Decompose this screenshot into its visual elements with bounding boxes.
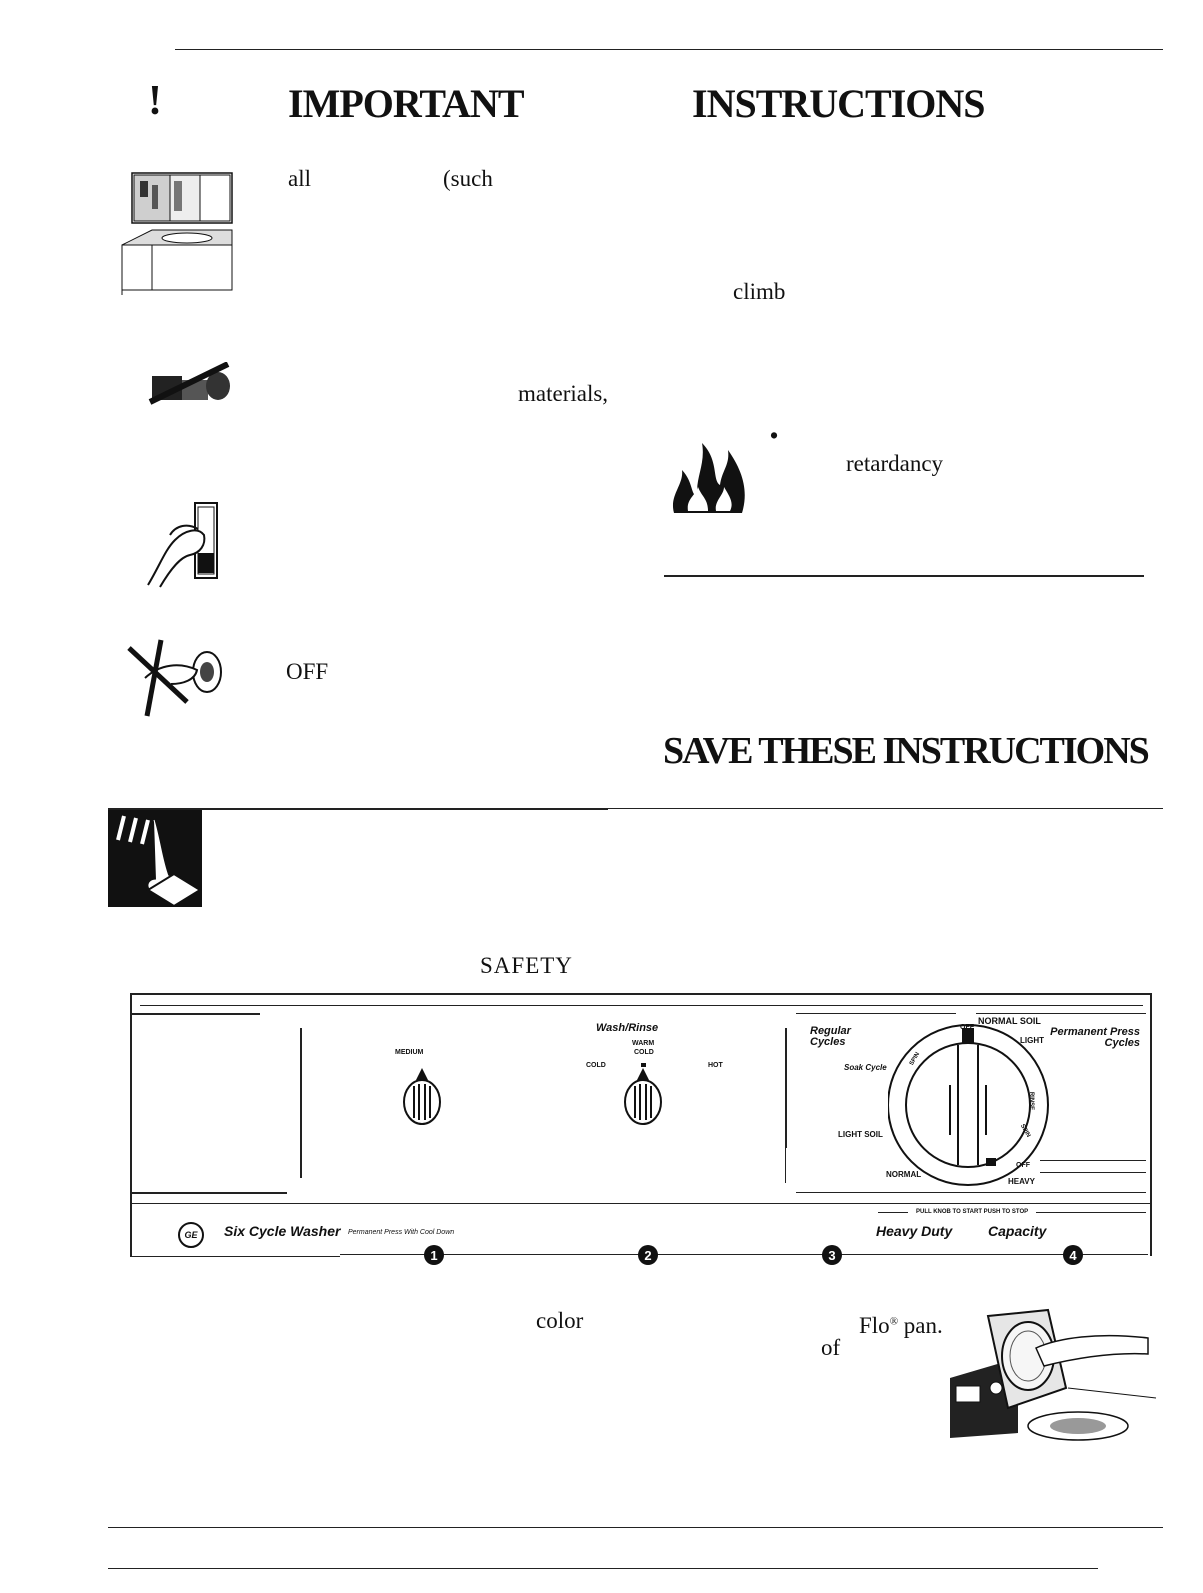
ge-logo-text: GE: [184, 1229, 198, 1240]
save-instructions-heading: SAVE THESE INSTRUCTIONS: [663, 730, 1150, 772]
pull-push-rule-right: [1036, 1212, 1146, 1213]
capacity-label: Capacity: [988, 1223, 1047, 1239]
dial-off-top: OFF: [960, 1024, 974, 1031]
no-flammables-icon: [148, 361, 233, 415]
soak-cycle-label: Soak Cycle: [844, 1063, 887, 1072]
fire-bullet: •: [770, 423, 779, 448]
dial-box-bottom: [1040, 1160, 1146, 1161]
footer-rule-2: [108, 1568, 1098, 1569]
fragment-such: (such: [443, 166, 493, 191]
dial-box-top: [796, 1013, 956, 1014]
marker-4: 4: [1063, 1245, 1083, 1265]
fire-icon: [664, 425, 759, 525]
cabinet-icon: [112, 165, 237, 305]
dial-box-top-right: [976, 1013, 1146, 1014]
ge-logo: GE: [178, 1222, 204, 1248]
temp-hot: HOT: [708, 1062, 723, 1069]
footer-rule-1: [108, 1527, 1163, 1528]
dial-divider: [785, 1028, 787, 1148]
section-rule-right: [608, 808, 1163, 809]
heading-important: IMPORTANT: [288, 81, 525, 126]
left-divider: [300, 1028, 302, 1178]
light-soil-label: LIGHT SOIL: [838, 1130, 883, 1139]
heavy-label: HEAVY: [1008, 1177, 1035, 1186]
unplug-icon: [140, 495, 230, 595]
model-subtitle: Permanent Press With Cool Down: [348, 1229, 455, 1236]
dial-divider-2: [785, 1148, 786, 1183]
right-column-rule: [664, 575, 1144, 577]
temp-cold: COLD: [586, 1062, 606, 1069]
dial-box-bottom-2: [1040, 1172, 1146, 1173]
rinse-label: RINSE: [1028, 1091, 1035, 1111]
exclamation-mark: !: [148, 78, 162, 124]
marker-2: 2: [638, 1245, 658, 1265]
left-box-top: [132, 1013, 260, 1015]
heading-instructions: INSTRUCTIONS: [692, 81, 986, 126]
registered-mark: ®: [889, 1315, 899, 1328]
panel-top-rule: [130, 993, 1150, 995]
wash-rinse-knob[interactable]: [621, 1066, 665, 1126]
washer-dispenser-illustration: [948, 1308, 1158, 1448]
no-touch-icon: [125, 638, 225, 723]
temp-warm: WARM: [632, 1040, 655, 1047]
press-button-icon: [108, 810, 202, 908]
marker-3: 3: [822, 1245, 842, 1265]
dial-box-base: [796, 1192, 1146, 1193]
fragment-all: all: [288, 166, 311, 191]
dial-off-bottom: OFF: [1016, 1162, 1030, 1169]
knob-medium-label: MEDIUM: [395, 1049, 424, 1056]
pan-text: pan.: [903, 1313, 943, 1338]
light-label: LIGHT: [1020, 1036, 1044, 1045]
fragment-of: of: [821, 1335, 841, 1360]
panel-right-edge: [1150, 993, 1152, 1256]
permanent-press-label: Permanent Press Cycles: [1050, 1026, 1140, 1049]
marker-1: 1: [424, 1245, 444, 1265]
top-rule: [175, 49, 1163, 50]
left-box-bottom: [132, 1192, 287, 1194]
panel-bottom-rule: [340, 1254, 1148, 1255]
model-name: Six Cycle Washer: [224, 1223, 341, 1239]
normal-soil-top: NORMAL SOIL: [978, 1016, 1041, 1026]
fragment-retardancy: retardancy: [846, 451, 944, 476]
fragment-climb: climb: [733, 279, 786, 304]
panel-left-edge: [130, 993, 132, 1256]
panel-strip-top: [130, 1203, 1150, 1204]
flo-text: Flo: [859, 1313, 890, 1338]
fragment-off: OFF: [286, 659, 329, 684]
heavy-duty-label: Heavy Duty: [876, 1223, 953, 1239]
panel-bottom-rule-left: [130, 1256, 340, 1257]
fragment-safety: SAFETY: [480, 953, 573, 978]
pull-push-rule-left: [878, 1212, 908, 1213]
temp-marker: [641, 1063, 646, 1067]
cycle-dial[interactable]: [887, 1010, 1058, 1195]
temp-cold-upper: COLD: [634, 1049, 654, 1056]
fragment-materials: materials,: [518, 381, 609, 406]
pull-push-text: PULL KNOB TO START PUSH TO STOP: [916, 1209, 1029, 1215]
regular-cycles-label: Regular Cycles: [810, 1025, 851, 1048]
panel-top-rule-2: [140, 1005, 1143, 1006]
water-level-knob[interactable]: [400, 1066, 444, 1126]
fragment-flo: Flo® pan.: [859, 1314, 943, 1337]
wash-rinse-title: Wash/Rinse: [596, 1022, 659, 1034]
section-rule: [108, 808, 608, 810]
fragment-color: color: [536, 1308, 584, 1333]
normal-label: NORMAL: [886, 1170, 922, 1179]
